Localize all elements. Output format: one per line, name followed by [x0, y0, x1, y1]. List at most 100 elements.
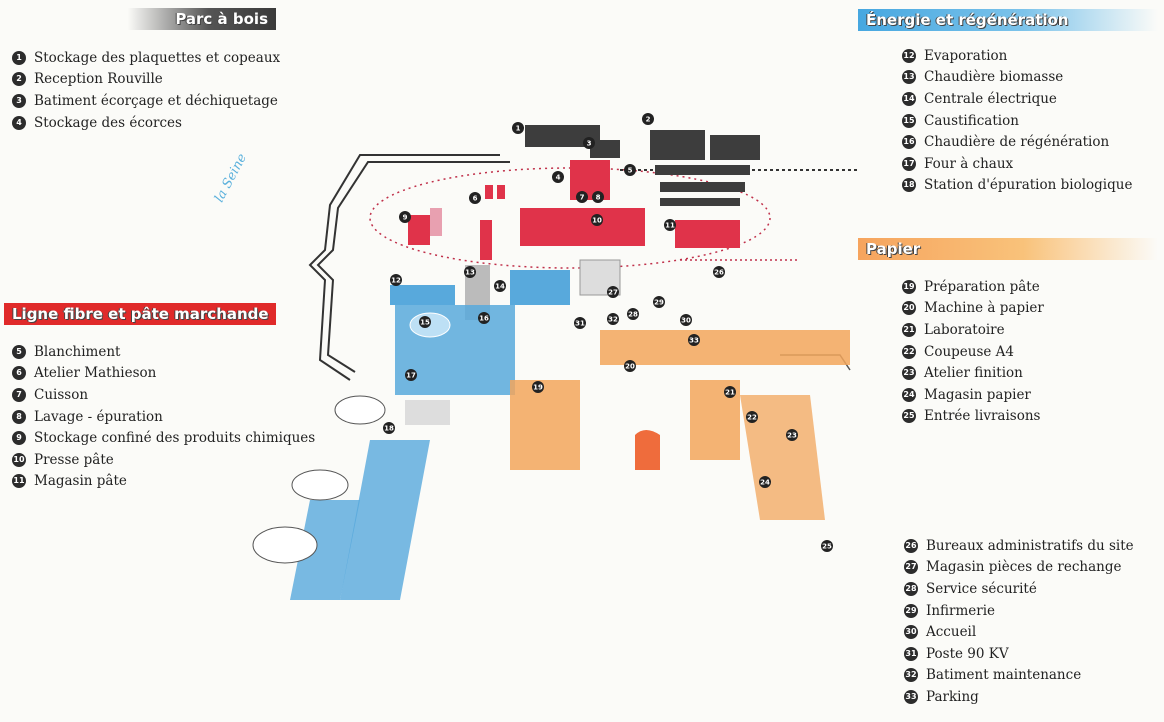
legend-number-badge: 20: [902, 301, 916, 316]
svg-text:19: 19: [533, 384, 543, 392]
legend-number-badge: 22: [902, 344, 916, 359]
legend-item: 32 Batiment maintenance: [904, 665, 1134, 687]
legend-number-badge: 17: [902, 156, 916, 171]
svg-text:28: 28: [628, 311, 638, 319]
svg-text:17: 17: [406, 372, 416, 380]
legend-label: Batiment écorçage et déchiquetage: [34, 92, 278, 109]
svg-text:3: 3: [587, 140, 592, 148]
legend-number-badge: 31: [904, 646, 918, 661]
legend-number-badge: 9: [12, 431, 26, 446]
svg-text:6: 6: [473, 195, 478, 203]
svg-text:5: 5: [628, 167, 633, 175]
legend-item: 24 Magasin papier: [902, 384, 1044, 406]
legend-number-badge: 13: [902, 70, 916, 85]
legend-number-badge: 5: [12, 344, 26, 359]
legend-label: Blanchiment: [34, 343, 121, 360]
legend-item: 30 Accueil: [904, 621, 1134, 643]
legend-label: Service sécurité: [926, 580, 1037, 597]
legend-number-badge: 11: [12, 474, 26, 489]
legend-label: Atelier Mathieson: [34, 365, 157, 382]
parc-a-bois-header: Parc à bois: [6, 8, 276, 30]
svg-text:33: 33: [689, 337, 699, 345]
svg-text:23: 23: [787, 432, 797, 440]
legend-number-badge: 23: [902, 366, 916, 381]
papier-buildings: [510, 259, 850, 520]
legend-item: 7 Cuisson: [12, 384, 315, 406]
legend-item: 3 Batiment écorçage et déchiquetage: [12, 90, 280, 112]
legend-label: Batiment maintenance: [926, 667, 1082, 684]
svg-text:8: 8: [596, 194, 601, 202]
parc-a-bois-buildings: [525, 125, 760, 206]
legend-label: Stockage des écorces: [34, 114, 182, 131]
legend-number-badge: 27: [904, 560, 918, 575]
legend-label: Chaudière de régénération: [924, 134, 1110, 151]
legend-number-badge: 24: [902, 387, 916, 402]
legend-number-badge: 32: [904, 668, 918, 683]
svg-text:15: 15: [420, 319, 430, 327]
legend-item: 31 Poste 90 KV: [904, 643, 1134, 665]
svg-text:14: 14: [495, 283, 505, 291]
legend-label: Stockage confiné des produits chimiques: [34, 430, 316, 447]
legend-label: Magasin papier: [924, 386, 1031, 403]
legend-label: Chaudière biomasse: [924, 69, 1064, 86]
legend-label: Accueil: [926, 624, 977, 641]
legend-label: Bureaux administratifs du site: [926, 537, 1134, 554]
legend-number-badge: 19: [902, 279, 916, 294]
legend-label: Lavage - épuration: [34, 408, 163, 425]
legend-number-badge: 26: [904, 538, 918, 553]
legend-label: Poste 90 KV: [926, 645, 1009, 662]
legend-number-badge: 18: [902, 178, 916, 193]
legend-label: Reception Rouville: [34, 71, 163, 88]
legend-number-badge: 30: [904, 625, 918, 640]
legend-label: Coupeuse A4: [924, 343, 1015, 360]
svg-text:25: 25: [822, 543, 832, 551]
site-map: 1 2 3 4 5 6 7 8 9 10 11 12 13 14 15 16 1…: [252, 113, 860, 600]
svg-text:10: 10: [592, 217, 602, 225]
legend-number-badge: 21: [902, 322, 916, 337]
legend-number-badge: 25: [902, 409, 916, 424]
legend-label: Entrée livraisons: [924, 408, 1041, 425]
legend-number-badge: 29: [904, 603, 918, 618]
svg-text:16: 16: [479, 315, 489, 323]
legend-item: 11 Magasin pâte: [12, 471, 315, 493]
legend-label: Magasin pâte: [34, 473, 127, 490]
svg-text:27: 27: [608, 289, 618, 297]
svg-text:11: 11: [665, 222, 675, 230]
legend-number-badge: 7: [12, 387, 26, 402]
svg-text:13: 13: [465, 269, 475, 277]
svg-text:26: 26: [714, 269, 724, 277]
legend-number-badge: 3: [12, 93, 26, 108]
legend-item: 2 Reception Rouville: [12, 69, 280, 91]
site-boundary-inner: [316, 161, 510, 373]
energie-header: Énergie et régénération: [858, 9, 1158, 31]
svg-text:18: 18: [384, 425, 394, 433]
legend-number-badge: 33: [904, 689, 918, 704]
legend-item: 13 Chaudière biomasse: [902, 67, 1132, 89]
svg-text:24: 24: [760, 479, 770, 487]
legend-label: Cuisson: [34, 386, 89, 403]
papier-header: Papier: [858, 238, 1158, 260]
legend-number-badge: 14: [902, 91, 916, 106]
svg-text:4: 4: [556, 174, 561, 182]
legend-item: 22 Coupeuse A4: [902, 341, 1044, 363]
svg-text:32: 32: [608, 316, 618, 324]
legend-label: Laboratoire: [924, 321, 1005, 338]
svg-text:2: 2: [646, 116, 651, 124]
legend-number-badge: 2: [12, 72, 26, 87]
svg-text:1: 1: [516, 125, 521, 133]
